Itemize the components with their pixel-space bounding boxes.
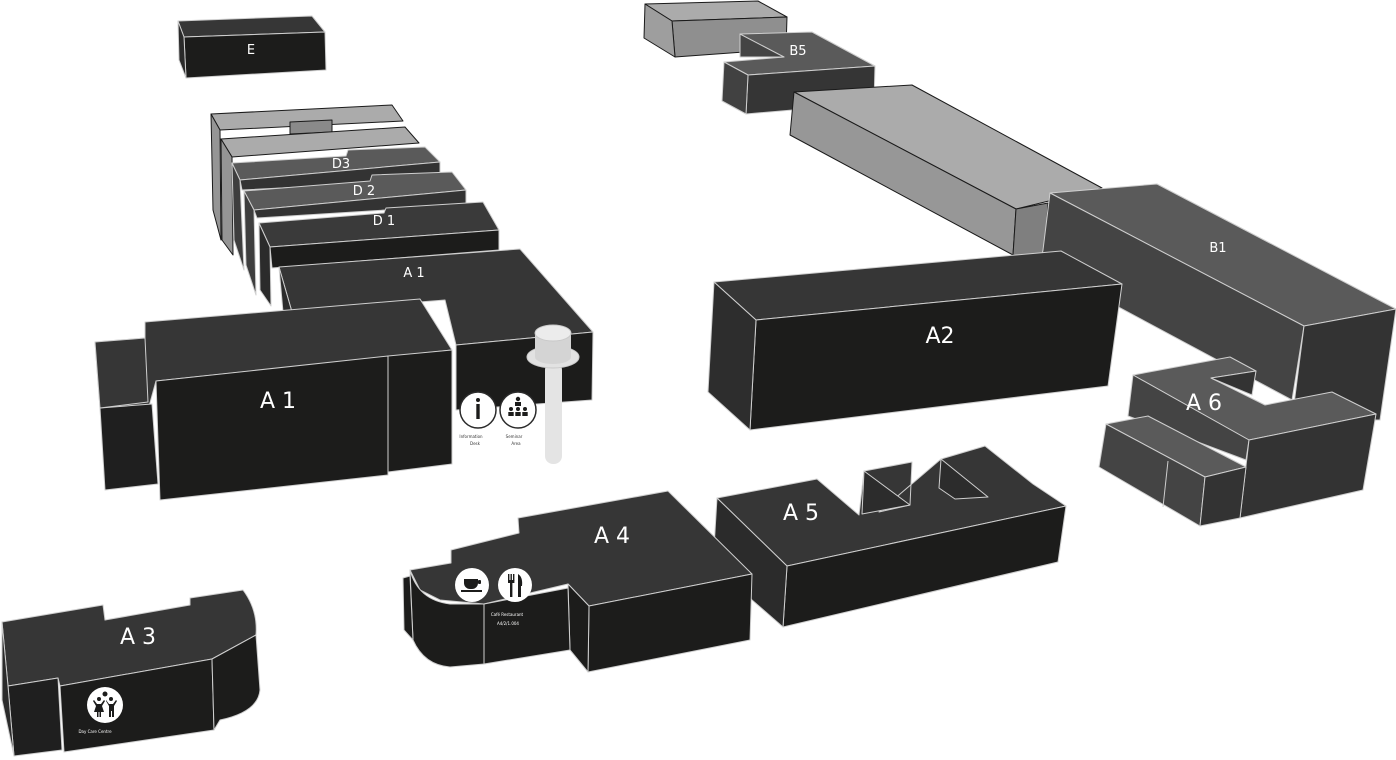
building-label-a3: A 3 [120, 625, 156, 650]
building-d2[interactable]: D 2 [243, 171, 467, 296]
building-d-back[interactable] [210, 104, 420, 256]
poi-restaurant[interactable]: Café Restaurant A4/2/1.004 [491, 568, 532, 626]
building-label-a1-back: A 1 [403, 266, 424, 281]
building-d3[interactable]: D3 [231, 146, 441, 271]
building-label-a6: A 6 [1186, 391, 1222, 416]
poi-cafe[interactable] [455, 568, 489, 602]
building-label-d1: D 1 [373, 214, 395, 229]
building-grey-long[interactable] [789, 84, 1103, 256]
building-a2[interactable]: A2 [707, 250, 1123, 431]
building-a4[interactable]: A 4 [402, 490, 753, 673]
building-a5[interactable]: A 5 [713, 445, 1067, 628]
poi-seminar[interactable]: Seminar Area [499, 391, 537, 446]
building-label-d3: D3 [332, 157, 350, 172]
info-icon [476, 398, 480, 419]
poi-information-line1: Information [459, 434, 483, 439]
building-b1[interactable]: B1 [1039, 183, 1396, 421]
building-label-e: E [247, 43, 255, 58]
poi-daycare-line1: Day Care Centre [78, 729, 112, 734]
poi-daycare[interactable]: Day Care Centre [78, 687, 123, 734]
building-e[interactable]: E [177, 15, 327, 79]
building-d1[interactable]: D 1 [258, 201, 500, 307]
building-a6[interactable]: A 6 [1098, 356, 1377, 527]
poi-restaurant-line2: A4/2/1.004 [497, 621, 519, 626]
poi-restaurant-line1: Café Restaurant [491, 612, 524, 617]
building-label-b1: B1 [1209, 241, 1226, 256]
fork-knife-icon [508, 574, 523, 597]
poi-seminar-line1: Seminar [506, 434, 523, 439]
building-a1-front[interactable]: A 1 [94, 298, 453, 501]
poi-seminar-line2: Area [511, 441, 521, 446]
children-icon [93, 691, 117, 717]
building-label-a4: A 4 [594, 524, 630, 549]
building-label-d2: D 2 [353, 184, 375, 199]
poi-information-line2: Desk [470, 441, 481, 446]
building-a3[interactable]: A 3 [1, 589, 261, 757]
building-label-a5: A 5 [783, 501, 819, 526]
location-pin-icon[interactable] [526, 324, 580, 464]
building-label-a1-front: A 1 [260, 389, 296, 414]
poi-information[interactable]: Information Desk [459, 391, 497, 446]
coffee-cup-icon [461, 579, 482, 592]
building-label-b5: B5 [789, 44, 806, 59]
building-label-a2: A2 [925, 324, 954, 349]
seminar-icon [508, 396, 528, 416]
